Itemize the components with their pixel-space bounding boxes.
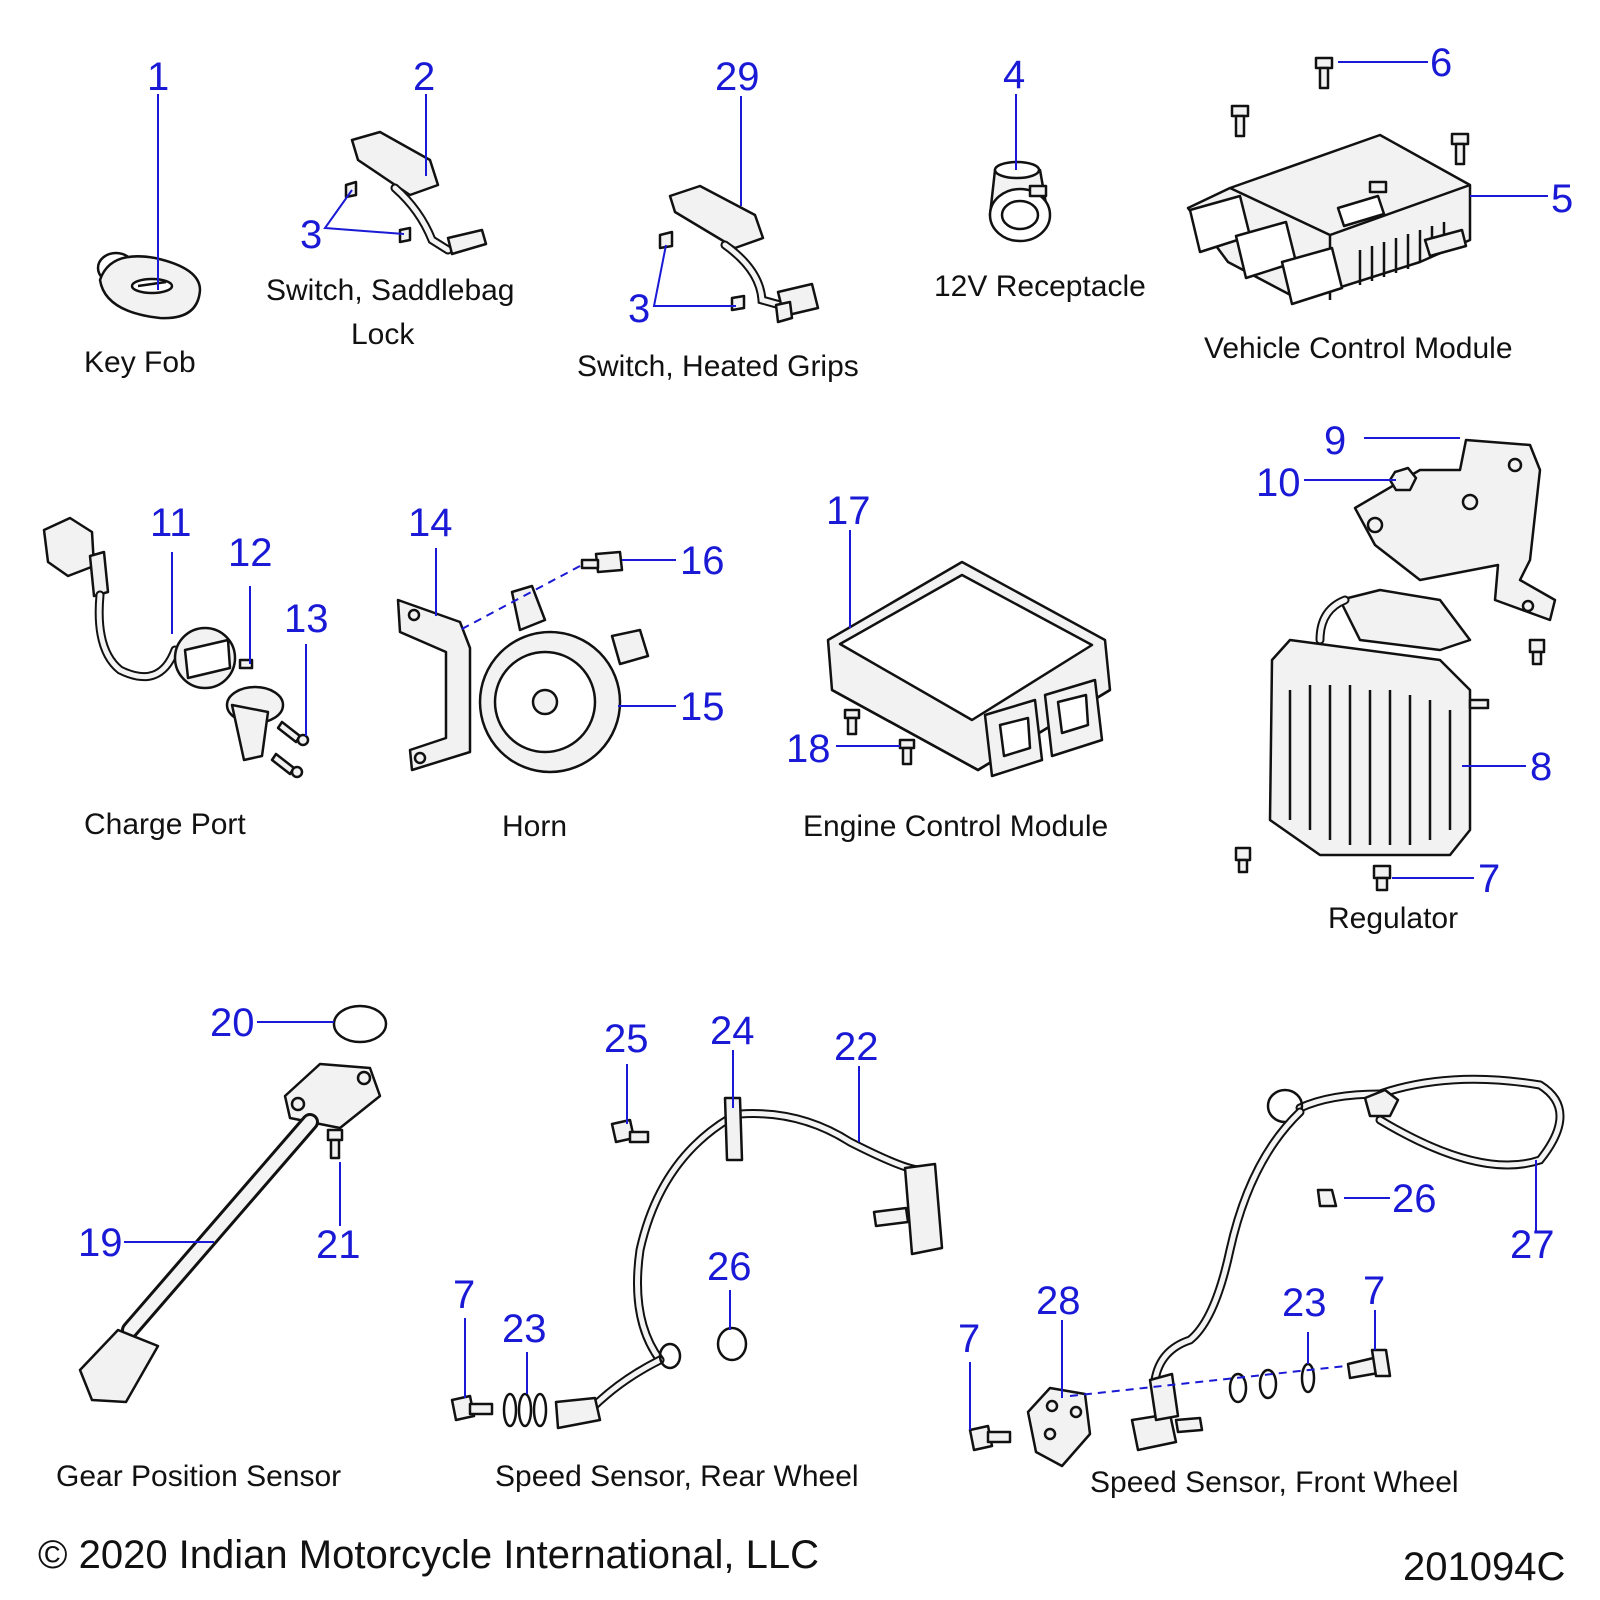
leader-16-dashed [459,565,581,631]
callout-10: 10 [1256,461,1301,505]
caption-horn: Horn [502,810,567,843]
vcm-drawing [1186,133,1472,306]
speed-sensor-front-fasteners [968,1188,1392,1452]
leader-3a [323,189,405,235]
callout-7d: 7 [1363,1269,1385,1313]
callout-17: 17 [826,489,871,533]
callout-15: 15 [680,685,725,729]
vcm-screws [1230,56,1470,194]
receptacle-drawing [988,160,1052,243]
front-axis-dashed [1069,1365,1347,1397]
callout-5: 5 [1551,177,1573,221]
key-fob-drawing [96,251,202,320]
charge-port-drawing [42,516,285,762]
callout-6: 6 [1430,41,1452,85]
callout-3b: 3 [628,287,650,331]
callout-19: 19 [78,1221,123,1265]
caption-saddlebag-line1: Switch, Saddlebag [266,274,515,307]
caption-key-fob: Key Fob [84,346,196,379]
horn-screw [580,550,624,574]
callout-21: 21 [316,1223,361,1267]
callout-23a: 23 [502,1307,547,1351]
copyright-text: © 2020 Indian Motorcycle International, … [38,1533,819,1577]
saddlebag-switch-drawing [344,130,488,256]
caption-saddlebag-line2: Lock [351,318,415,351]
callout-24: 24 [710,1009,755,1053]
callout-7c: 7 [958,1317,980,1361]
speed-sensor-rear-drawing [554,1096,944,1430]
gear-sensor-screw [326,1128,344,1160]
callout-26a: 26 [707,1245,752,1289]
leader-3b [652,244,736,307]
regulator-screws [1234,638,1546,892]
caption-regulator: Regulator [1328,902,1458,935]
speed-sensor-rear-fasteners [450,1118,748,1428]
ecm-screws [843,708,916,766]
callout-28: 28 [1036,1279,1081,1323]
callout-20: 20 [210,1001,255,1045]
caption-charge-port: Charge Port [84,808,246,841]
callout-12: 12 [228,531,273,575]
callout-22: 22 [834,1025,879,1069]
caption-speed-rear: Speed Sensor, Rear Wheel [495,1460,859,1493]
callout-1: 1 [147,55,169,99]
callout-29: 29 [715,55,760,99]
caption-ecm: Engine Control Module [803,810,1108,843]
callout-4: 4 [1003,53,1025,97]
callout-25: 25 [604,1017,649,1061]
callout-14: 14 [408,501,453,545]
callout-18: 18 [786,727,831,771]
ecm-drawing [826,560,1112,778]
callout-16: 16 [680,539,725,583]
charge-port-screws [270,720,310,779]
speed-sensor-front-drawing [1026,1074,1565,1468]
gear-sensor-drawing [78,1004,388,1404]
callout-27: 27 [1510,1223,1555,1267]
callout-26b: 26 [1392,1177,1437,1221]
callout-11: 11 [150,501,192,545]
caption-receptacle: 12V Receptacle [934,270,1146,303]
callout-7a: 7 [1478,857,1500,901]
callout-2: 2 [413,55,435,99]
caption-gear-sensor: Gear Position Sensor [56,1460,341,1493]
callout-7b: 7 [453,1273,475,1317]
horn-drawing [396,584,650,774]
caption-vcm: Vehicle Control Module [1204,332,1513,365]
caption-heated-grips: Switch, Heated Grips [577,350,859,383]
callout-13: 13 [284,597,329,641]
callout-23b: 23 [1282,1281,1327,1325]
callout-3a: 3 [300,213,322,257]
callout-8: 8 [1530,745,1552,789]
caption-speed-front: Speed Sensor, Front Wheel [1090,1466,1459,1499]
heated-grips-switch-drawing [658,184,820,324]
regulator-drawing [1268,588,1490,857]
figure-id: 201094C [1403,1545,1565,1589]
callout-9: 9 [1324,419,1346,463]
